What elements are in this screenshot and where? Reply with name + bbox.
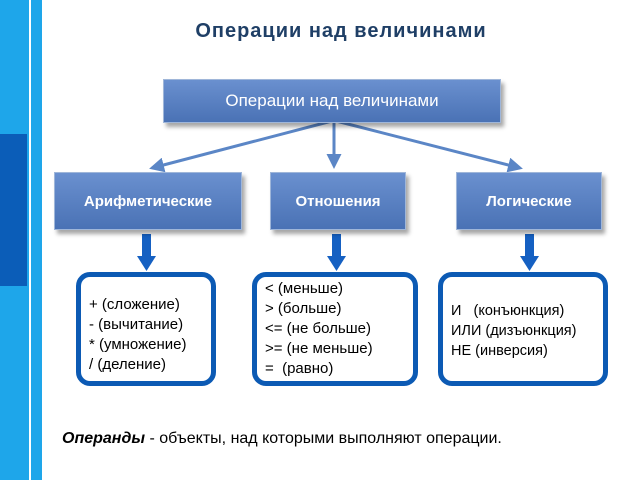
arrow-relations-down [327,234,346,271]
logical-operations-panel: И (конъюнкция) ИЛИ (дизъюнкция) НЕ (инве… [438,272,608,386]
arithmetic-op-item: * (умножение) [89,336,187,353]
relation-op-item: <= (не больше) [265,320,372,337]
left-decor-strip [0,0,42,480]
arithmetic-op-item: - (вычитание) [89,316,184,333]
arrow-arithmetic-down [137,234,156,271]
arithmetic-op-item: + (сложение) [89,296,180,313]
arithmetic-operations-panel: + (сложение) - (вычитание) * (умножение)… [76,272,216,386]
left-decor-dark-band [0,134,27,286]
logical-op-item: ИЛИ (дизъюнкция) [451,323,577,339]
operands-definition-text: - объекты, над которыми выполняют операц… [145,430,502,447]
relation-op-item: = (равно) [265,360,334,377]
relation-op-item: < (меньше) [265,280,344,297]
arrow-logical-down [520,234,539,271]
logical-op-item: И (конъюнкция) [451,303,565,319]
left-decor-rule [29,0,31,480]
category-arithmetic: Арифметические [54,172,242,230]
operands-definition: Операнды - объекты, над которыми выполня… [62,430,502,448]
arrow-root-to-arithmetic [149,119,333,173]
category-logical: Логические [456,172,602,230]
operands-term: Операнды [62,430,146,447]
arrow-root-to-logical [335,119,523,173]
root-box: Операции над величинами [163,79,501,123]
logical-op-item: НЕ (инверсия) [451,343,548,359]
relation-op-item: > (больше) [265,300,342,317]
relation-op-item: >= (не меньше) [265,340,373,357]
slide-title: Операции над величинами [195,20,487,42]
arithmetic-op-item: / (деление) [89,356,167,373]
relation-operations-panel: < (меньше) > (больше) <= (не больше) >= … [252,272,418,386]
category-relations: Отношения [270,172,406,230]
